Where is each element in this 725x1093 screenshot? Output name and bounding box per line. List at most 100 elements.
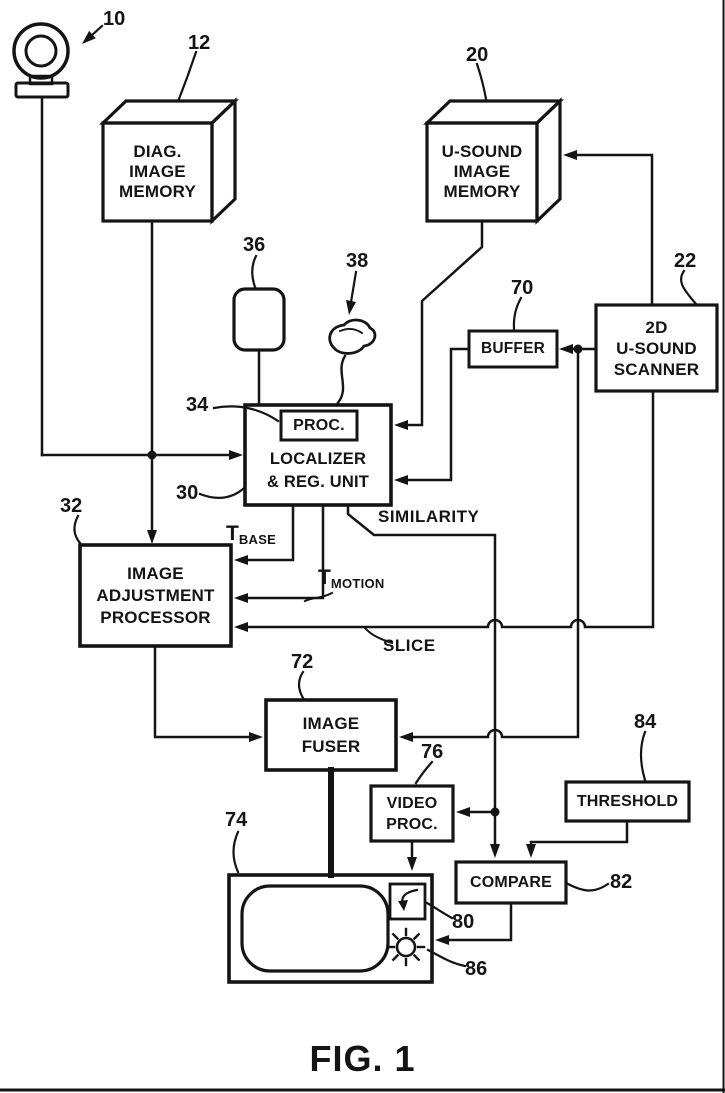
buffer-label: BUFFER <box>469 331 557 367</box>
t-base-line <box>234 503 295 565</box>
ref-76: 76 <box>421 741 444 763</box>
sensor-36-shape <box>232 287 286 352</box>
into-localizer-left-line <box>40 450 243 460</box>
ref-86: 86 <box>465 958 488 980</box>
diag-memory-box <box>99 97 239 225</box>
t-base-label: TBASE <box>226 522 277 547</box>
ref-86-leader <box>426 948 467 968</box>
slice-label: SLICE <box>383 636 436 655</box>
proc-label: PROC. <box>281 411 357 440</box>
threshold-label: THRESHOLD <box>566 782 689 821</box>
ref-70-leader <box>512 296 523 331</box>
ref-32-leader <box>73 514 82 545</box>
label-line: MEMORY <box>118 182 197 201</box>
label-line: ADJUSTMENT <box>96 585 215 605</box>
ref-10-leader <box>82 24 104 44</box>
adjustment-to-fuser-line <box>153 644 263 742</box>
label-line: & REG. UNIT <box>266 473 370 491</box>
label-line: IMAGE <box>129 162 186 181</box>
sun-icon <box>386 927 426 967</box>
compare-to-monitor-line <box>435 901 513 945</box>
ref-82: 82 <box>610 871 633 893</box>
ref-12-leader <box>177 50 198 101</box>
label-line: IMAGE <box>127 563 184 583</box>
ref-72: 72 <box>291 651 314 673</box>
fuser-label: IMAGE FUSER <box>266 700 396 770</box>
ref-84-leader <box>639 730 647 782</box>
ref-22: 22 <box>674 250 697 272</box>
t-motion-line <box>234 503 325 603</box>
ref-84: 84 <box>634 711 657 733</box>
localizer-box <box>243 403 393 507</box>
ultrasound-to-fuser-line <box>399 347 580 742</box>
ref-30-leader <box>198 487 245 499</box>
label-line: DIAG. <box>133 142 182 161</box>
localizer-label: LOCALIZER & REG. UNIT <box>245 441 391 501</box>
label-line: IMAGE <box>453 162 511 181</box>
label-line: U-SOUND <box>441 142 523 161</box>
diag-memory-label: DIAG. IMAGE MEMORY <box>103 123 212 221</box>
ref-80-leader <box>425 901 454 920</box>
label-line: COMPARE <box>470 873 552 891</box>
monitor-box <box>227 873 434 984</box>
proc-box <box>279 409 359 442</box>
t-base-main: T <box>226 522 239 545</box>
similarity-label: SIMILARITY <box>378 507 480 526</box>
ref-10: 10 <box>103 8 126 30</box>
monitor-screen <box>240 884 390 973</box>
memory-to-adjustment-line <box>147 219 157 544</box>
ref-74: 74 <box>225 809 248 831</box>
ref-20-leader <box>475 62 488 101</box>
video-proc-label: VIDEO PROC. <box>371 786 453 841</box>
ref-22-leader <box>680 269 698 306</box>
scanner-label: 2D U-SOUND SCANNER <box>596 305 717 391</box>
ref-38: 38 <box>346 250 369 272</box>
adjustment-label: IMAGE ADJUSTMENT PROCESSOR <box>80 545 231 646</box>
figure-caption: FIG. 1 <box>309 1038 416 1079</box>
ref-74-leader <box>232 830 240 874</box>
ref-20: 20 <box>466 44 489 66</box>
label-line: PROC. <box>386 815 438 833</box>
label-line: LOCALIZER <box>269 450 367 468</box>
label-line: VIDEO <box>386 794 438 812</box>
t-motion-leader <box>303 591 334 603</box>
branch-to-videoproc-line <box>456 807 497 817</box>
t-motion-sub: MOTION <box>330 576 385 591</box>
threshold-to-compare-line <box>526 819 629 858</box>
ref-12: 12 <box>188 32 211 54</box>
label-line: MEMORY <box>443 182 521 201</box>
label-line: THRESHOLD <box>576 792 679 810</box>
slice-leader <box>363 626 394 645</box>
memory-to-localizer-line <box>394 219 484 430</box>
ref-76-leader <box>414 760 434 785</box>
usound-memory-label: U-SOUND IMAGE MEMORY <box>427 123 537 221</box>
label-line: SCANNER <box>613 359 700 379</box>
t-motion-label: TMOTION <box>318 566 385 591</box>
ref-38-leader <box>346 270 358 315</box>
ref-34-leader <box>212 405 280 423</box>
slice-line <box>234 389 655 632</box>
ref-36: 36 <box>243 234 266 256</box>
similarity-line <box>346 503 500 858</box>
t-motion-main: T <box>318 566 331 589</box>
buffer-to-localizer-line <box>394 347 471 485</box>
probe-38-shape <box>328 318 377 406</box>
label-line: FUSER <box>301 737 361 756</box>
label-line: BUFFER <box>480 340 546 357</box>
ref-32: 32 <box>60 495 83 517</box>
pointer-icon <box>388 882 427 921</box>
videoproc-to-monitor-line <box>407 839 417 871</box>
t-base-sub: BASE <box>238 532 277 547</box>
ref-34: 34 <box>186 394 209 416</box>
ref-82-leader <box>566 882 610 892</box>
label-line: PROCESSOR <box>100 607 211 627</box>
compare-label: COMPARE <box>456 862 566 903</box>
ref-70: 70 <box>511 277 534 299</box>
label-line: 2D <box>645 317 668 337</box>
scanner-to-memory-line <box>563 150 654 305</box>
ref-36-leader <box>251 254 258 289</box>
label-line: U-SOUND <box>616 338 697 358</box>
ref-72-leader <box>297 670 305 700</box>
